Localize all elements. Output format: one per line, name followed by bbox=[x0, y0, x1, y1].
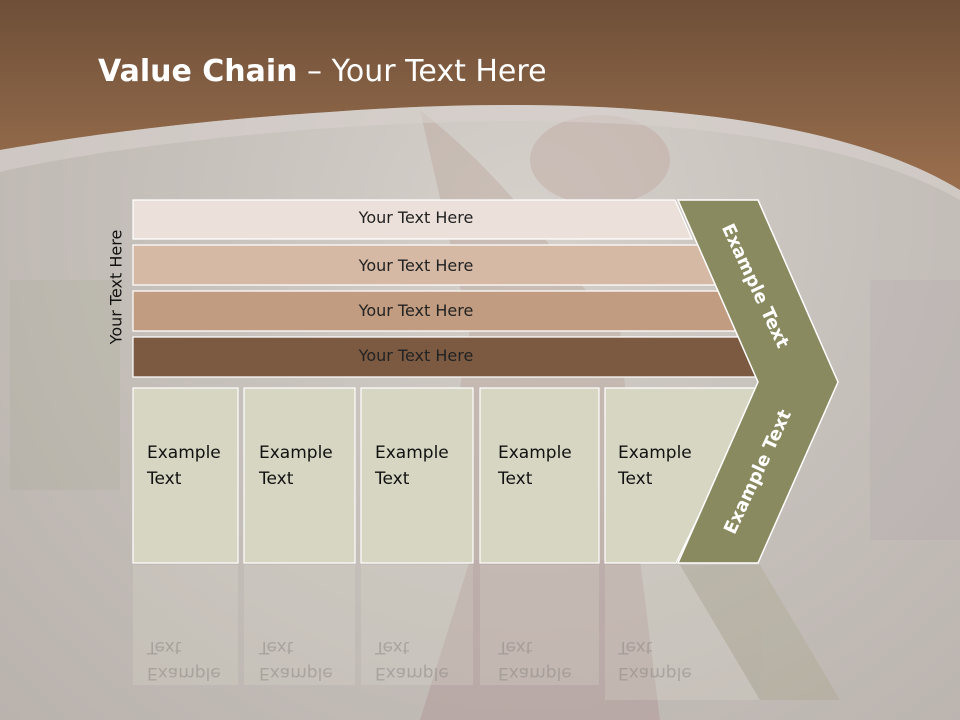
box-1 bbox=[132, 387, 239, 564]
bar-4-label: Your Text Here bbox=[358, 346, 474, 365]
bar-1-label: Your Text Here bbox=[358, 208, 474, 227]
bar-2-label: Your Text Here bbox=[358, 256, 474, 275]
title-rest: – Your Text Here bbox=[297, 54, 547, 89]
bar-3-label: Your Text Here bbox=[358, 301, 474, 320]
slide-title: Value Chain – Your Text Here bbox=[98, 54, 547, 89]
title-bold: Value Chain bbox=[98, 54, 298, 89]
bar-1 bbox=[132, 199, 693, 240]
box-3 bbox=[360, 387, 474, 564]
box-4 bbox=[479, 387, 600, 564]
box-2 bbox=[243, 387, 356, 564]
chevron-arrow bbox=[676, 199, 839, 564]
reflection bbox=[133, 565, 840, 700]
box-5 bbox=[604, 387, 761, 564]
